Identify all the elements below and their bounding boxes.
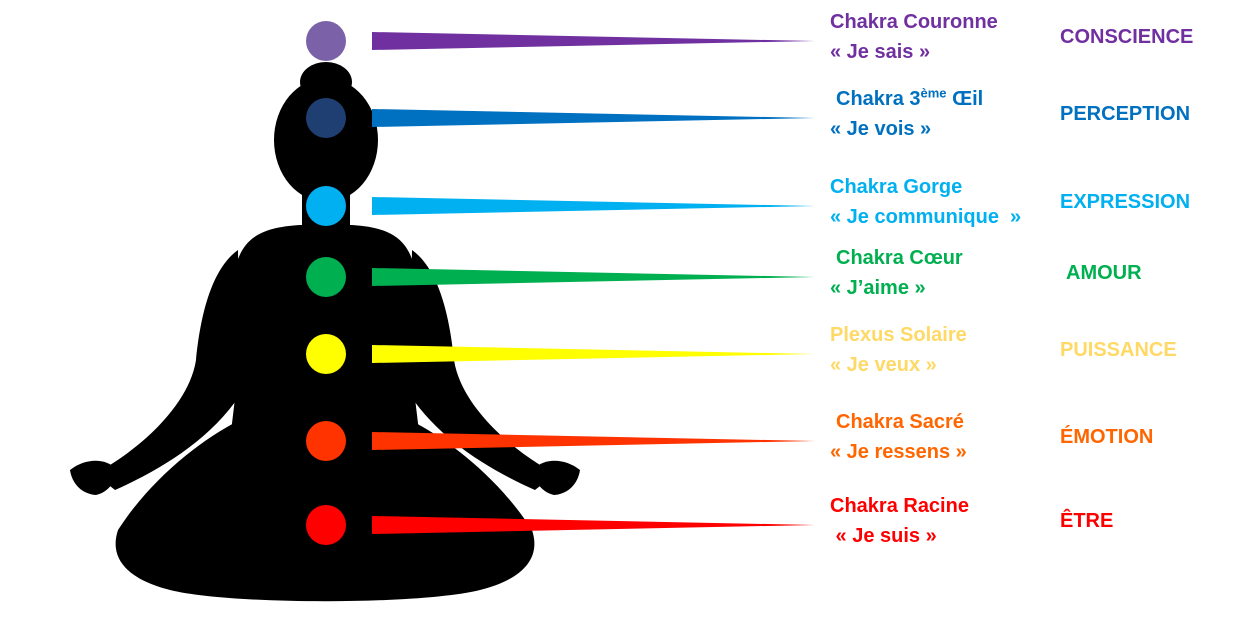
left-arm	[100, 250, 240, 490]
label-name-couronne: Chakra Couronne	[830, 11, 998, 33]
ray-couronne	[372, 32, 815, 50]
label-name-racine: Chakra Racine	[830, 495, 969, 517]
label-keyword-sacre: ÉMOTION	[1060, 426, 1154, 448]
right-hand	[534, 460, 580, 495]
label-mantra-plexus: « Je veux »	[830, 354, 937, 376]
ray-troisieme-oeil	[372, 109, 815, 127]
label-mantra-couronne: « Je sais »	[830, 41, 931, 63]
label-name-gorge: Chakra Gorge	[830, 176, 963, 198]
chakra-rays	[372, 32, 815, 534]
label-keyword-racine: ÊTRE	[1060, 510, 1114, 532]
label-mantra-racine: « Je suis »	[830, 525, 937, 547]
dot-coeur	[306, 257, 346, 297]
label-mantra-troisieme-oeil: « Je vois »	[830, 118, 932, 140]
label-name-part: Œil	[946, 88, 984, 110]
dot-gorge	[306, 186, 346, 226]
ray-gorge	[372, 197, 815, 215]
label-mantra-sacre: « Je ressens »	[830, 441, 967, 463]
head	[274, 78, 378, 202]
label-name-plexus: Plexus Solaire	[830, 324, 967, 346]
ray-sacre	[372, 432, 815, 450]
label-keyword-plexus: PUISSANCE	[1060, 339, 1177, 361]
dot-racine	[306, 505, 346, 545]
label-mantra-gorge: « Je communique »	[830, 206, 1022, 228]
label-keyword-troisieme-oeil: PERCEPTION	[1060, 103, 1191, 125]
label-name-sacre: Chakra Sacré	[836, 411, 964, 433]
label-keyword-coeur: AMOUR	[1066, 262, 1142, 284]
dot-couronne	[306, 21, 346, 61]
dot-sacre	[306, 421, 346, 461]
label-name-troisieme-oeil: Chakra 3ème Œil	[836, 84, 983, 114]
label-name-coeur: Chakra Cœur	[836, 247, 963, 269]
ray-racine	[372, 516, 815, 534]
left-hand	[70, 460, 116, 495]
ray-coeur	[372, 268, 815, 286]
label-keyword-gorge: EXPRESSION	[1060, 191, 1191, 213]
chakra-dots	[306, 21, 346, 545]
label-keyword-couronne: CONSCIENCE	[1060, 26, 1194, 48]
dot-plexus	[306, 334, 346, 374]
right-arm	[410, 250, 550, 490]
ray-plexus	[372, 345, 815, 363]
label-name-part: Chakra 3	[836, 88, 921, 110]
label-name-superscript: ème	[920, 85, 947, 101]
label-mantra-coeur: « J’aime »	[830, 277, 926, 299]
dot-troisieme-oeil	[306, 98, 346, 138]
